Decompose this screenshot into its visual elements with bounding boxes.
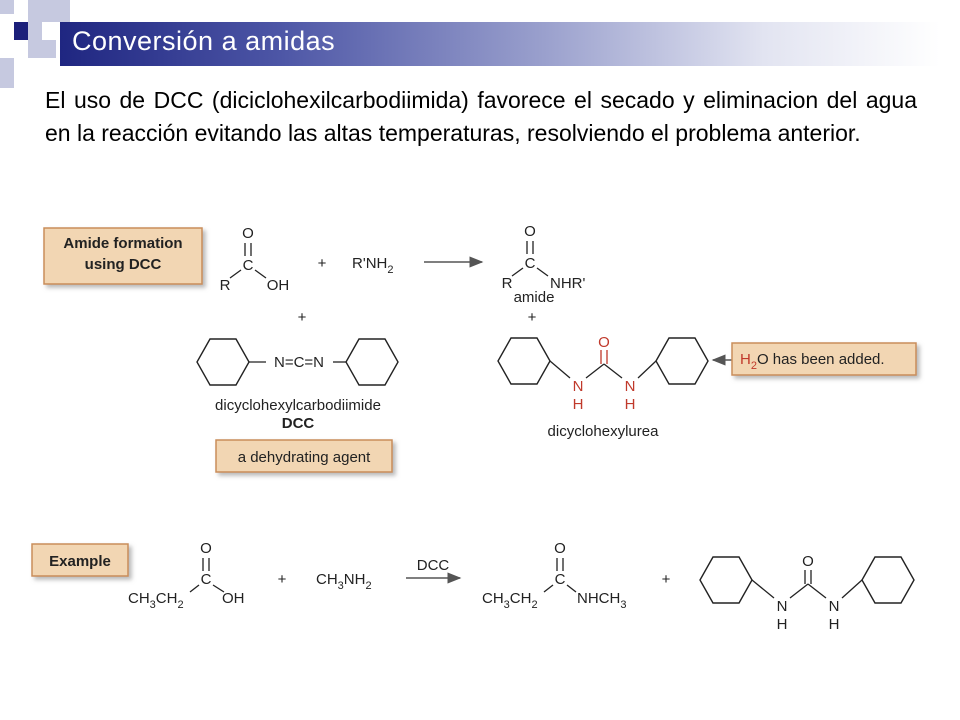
title-decoration [42,0,70,22]
slide-title: Conversión a amidas [72,26,336,56]
dcc-abbr: DCC [282,415,315,432]
amide-oxygen: O [524,223,536,240]
plus-sign: + [318,255,327,272]
plus-sign: + [298,309,307,326]
reagent-label: DCC [417,557,450,574]
acid-hydroxyl: OH [222,590,245,607]
dcc-name: dicyclohexylcarbodiimide [215,397,381,414]
urea-hydrogen: H [829,616,840,633]
amide-r-group: R [502,275,513,292]
urea-name: dicyclohexylurea [548,423,660,440]
cyclohexyl-ring [655,337,709,385]
scheme1-box-line2: using DCC [85,256,162,273]
acid-oxygen: O [200,540,212,557]
urea-nitrogen: N [625,378,636,395]
urea-nitrogen: N [829,598,840,615]
plus-sign: + [662,571,671,588]
acid-hydroxyl: OH [267,277,290,294]
urea-oxygen: O [802,553,814,570]
water-added-label: H2O has been added. [740,351,885,372]
urea-nitrogen: N [573,378,584,395]
plus-sign: + [528,309,537,326]
urea-hydrogen: H [625,396,636,413]
amide-oxygen: O [554,540,566,557]
methylamine: CH3NH2 [316,571,372,592]
amide-carbon: C [525,255,536,272]
title-decoration [0,0,14,14]
scheme1-box-line1: Amide formation [63,235,182,252]
slide-paragraph: El uso de DCC (diciclohexilcarbodiimida)… [45,87,917,146]
acid-oxygen: O [242,225,254,242]
amide-label: amide [514,289,555,306]
cyclohexyl-ring [497,337,551,385]
example-box [31,543,129,577]
amide-nitrogen: NHCH3 [577,590,626,611]
amide-nitrogen: NHR' [550,275,585,292]
urea-hydrogen: H [777,616,788,633]
acid-carbon: C [243,257,254,274]
title-decoration [28,0,42,58]
urea-nitrogen: N [777,598,788,615]
title-bar [60,22,940,66]
scheme1-label-box [43,227,203,285]
amide-carbon: C [555,571,566,588]
water-added-box [731,342,917,376]
title-decoration [42,40,56,58]
title-decoration [14,22,28,40]
acid-carbon: C [201,571,212,588]
cyclohexyl-ring [861,556,915,604]
amine: R'NH2 [352,255,394,276]
cyclohexyl-ring [345,338,399,386]
dehydrating-agent-label: a dehydrating agent [238,449,371,466]
example-label: Example [49,553,111,570]
cyclohexyl-ring [699,556,753,604]
dcc-chain: N=C=N [274,354,324,371]
amide-alkyl: CH3CH2 [482,590,538,611]
plus-sign: + [278,571,287,588]
urea-oxygen: O [598,334,610,351]
dehydrating-agent-box [215,439,393,473]
acid-alkyl: CH3CH2 [128,590,184,611]
acid-r-group: R [220,277,231,294]
cyclohexyl-ring [196,338,250,386]
title-decoration [0,58,14,88]
urea-hydrogen: H [573,396,584,413]
